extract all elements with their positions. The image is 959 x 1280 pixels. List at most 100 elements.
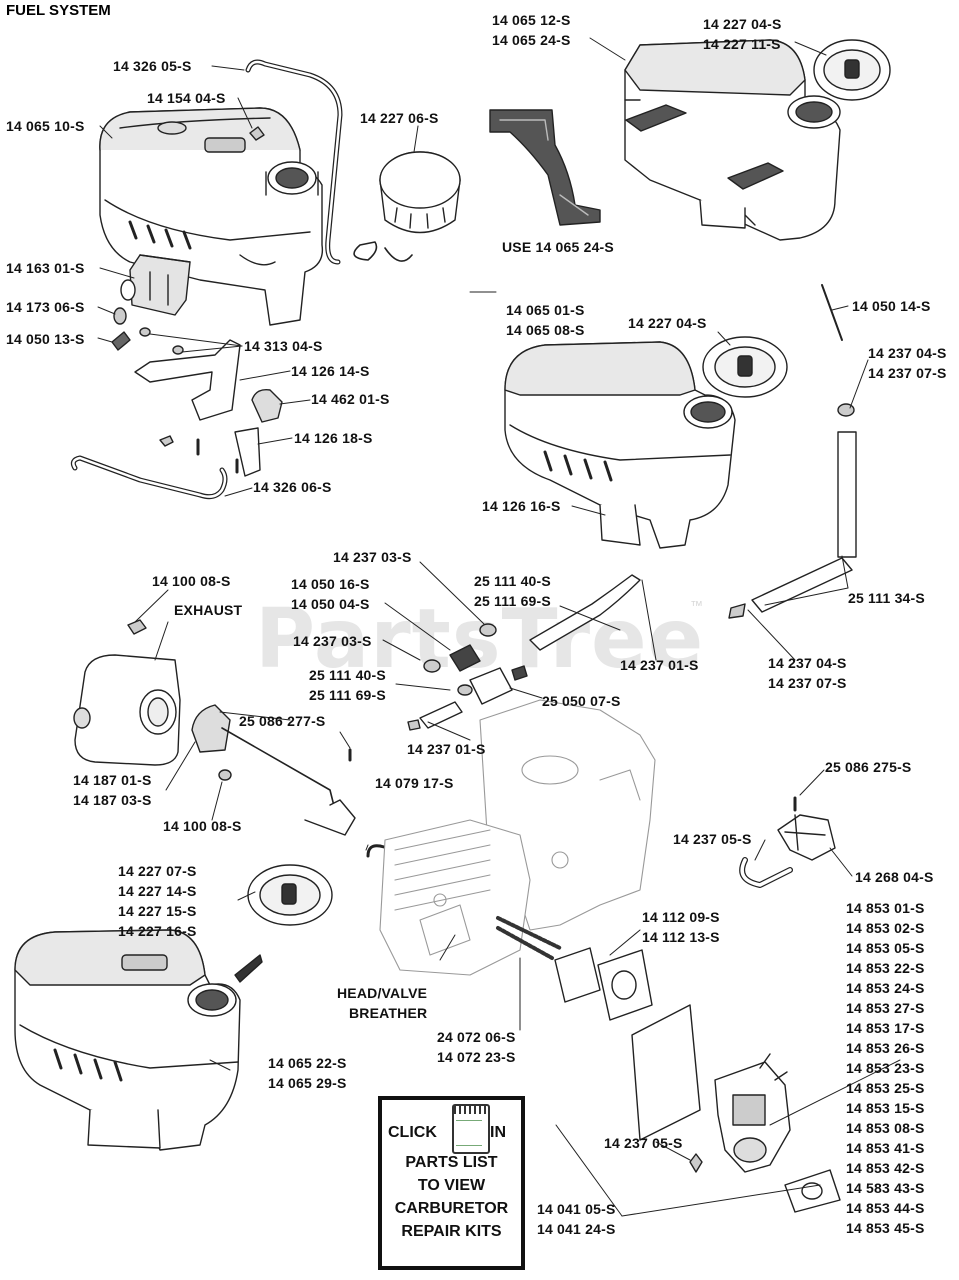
part-label[interactable]: 25 111 34-S [848, 590, 925, 606]
part-label[interactable]: 14 065 01-S [506, 302, 585, 318]
part-label[interactable]: 14 050 16-S [291, 576, 370, 592]
part-label[interactable]: 25 111 40-S [474, 573, 551, 589]
part-label[interactable]: 14 326 06-S [253, 479, 332, 495]
carburetor-part-label[interactable]: 14 853 17-S [846, 1020, 925, 1036]
carburetor-part-label[interactable]: 14 853 05-S [846, 940, 925, 956]
notepad-icon [452, 1104, 490, 1154]
part-label[interactable]: 14 237 01-S [620, 657, 699, 673]
click-box-line: CARBURETOR [394, 1200, 509, 1217]
part-label[interactable]: 14 079 17-S [375, 775, 454, 791]
click-text: CLICK [388, 1124, 437, 1141]
carburetor-part-label[interactable]: 14 853 23-S [846, 1060, 925, 1076]
part-label[interactable]: 14 237 04-S [868, 345, 947, 361]
part-label[interactable]: 14 126 18-S [294, 430, 373, 446]
part-label[interactable]: 14 050 04-S [291, 596, 370, 612]
click-box-line: TO VIEW [417, 1177, 486, 1194]
part-label[interactable]: 25 050 07-S [542, 693, 621, 709]
in-text: IN [490, 1124, 506, 1141]
part-label[interactable]: 14 065 08-S [506, 322, 585, 338]
part-label[interactable]: 25 111 40-S [309, 667, 386, 683]
part-label[interactable]: 14 237 03-S [333, 549, 412, 565]
part-label[interactable]: 25 111 69-S [474, 593, 551, 609]
carburetor-part-label[interactable]: 14 853 41-S [846, 1140, 925, 1156]
engine-block [379, 699, 656, 976]
part-label[interactable]: 14 065 24-S [492, 32, 571, 48]
fuel-tank-bottom-left [14, 864, 333, 1151]
part-label[interactable]: 14 126 16-S [482, 498, 561, 514]
carburetor-part-label[interactable]: 14 853 26-S [846, 1040, 925, 1056]
part-label[interactable]: 14 072 23-S [437, 1049, 516, 1065]
part-label[interactable]: 14 237 01-S [407, 741, 486, 757]
carburetor-part-label[interactable]: 14 853 01-S [846, 900, 925, 916]
click-box-line: REPAIR KITS [401, 1223, 502, 1240]
carburetor-part-label[interactable]: 14 853 44-S [846, 1200, 925, 1216]
part-label[interactable]: 14 041 24-S [537, 1221, 616, 1237]
part-label[interactable]: 14 227 04-S [703, 16, 782, 32]
part-label[interactable]: 14 237 03-S [293, 633, 372, 649]
muffler [73, 619, 181, 766]
tank-mounting-bracket [489, 109, 601, 226]
part-label[interactable]: 14 227 04-S [628, 315, 707, 331]
part-label[interactable]: 14 050 14-S [852, 298, 931, 314]
part-label[interactable]: 14 227 15-S [118, 903, 197, 919]
part-label[interactable]: BREATHER [349, 1005, 428, 1021]
fuel-filter-assembly [407, 574, 641, 731]
fuel-tank-top-right [624, 39, 891, 241]
part-label[interactable]: 14 065 29-S [268, 1075, 347, 1091]
part-label[interactable]: 14 112 09-S [642, 909, 720, 925]
part-label[interactable]: USE 14 065 24-S [502, 239, 614, 255]
fuel-tank-middle [504, 336, 788, 549]
carburetor-part-label[interactable]: 14 583 43-S [846, 1180, 925, 1196]
part-label[interactable]: 14 237 07-S [768, 675, 847, 691]
part-label[interactable]: EXHAUST [174, 602, 243, 618]
part-label[interactable]: 14 237 05-S [604, 1135, 683, 1151]
part-label[interactable]: 14 227 06-S [360, 110, 439, 126]
carburetor-part-label[interactable]: 14 853 08-S [846, 1120, 925, 1136]
part-label[interactable]: 14 227 11-S [703, 36, 781, 52]
part-label[interactable]: 25 086 275-S [825, 759, 912, 775]
part-label[interactable]: 14 237 04-S [768, 655, 847, 671]
part-label[interactable]: 14 187 01-S [73, 772, 152, 788]
part-label[interactable]: 14 112 13-S [642, 929, 720, 945]
watermark-trademark: ™ [690, 598, 703, 613]
part-label[interactable]: 14 227 14-S [118, 883, 197, 899]
part-label[interactable]: 14 163 01-S [6, 260, 85, 276]
fuel-pump [739, 796, 836, 888]
carburetor-part-label[interactable]: 14 853 02-S [846, 920, 925, 936]
part-label[interactable]: 14 126 14-S [291, 363, 370, 379]
part-label[interactable]: 14 041 05-S [537, 1201, 616, 1217]
vent-canister [120, 254, 191, 316]
part-label[interactable]: 14 100 08-S [152, 573, 231, 589]
part-label[interactable]: 14 237 07-S [868, 365, 947, 381]
carburetor-part-label[interactable]: 14 853 15-S [846, 1100, 925, 1116]
carburetor-part-label[interactable]: 14 853 24-S [846, 980, 925, 996]
part-label[interactable]: 14 462 01-S [311, 391, 390, 407]
part-label[interactable]: 14 065 22-S [268, 1055, 347, 1071]
part-label[interactable]: 14 173 06-S [6, 299, 85, 315]
carburetor-repair-kit-link[interactable]: CLICK IN PARTS LIST TO VIEW CARBURETOR R… [378, 1096, 525, 1270]
part-label[interactable]: 14 187 03-S [73, 792, 152, 808]
part-label[interactable]: 14 100 08-S [163, 818, 242, 834]
part-label[interactable]: 14 268 04-S [855, 869, 934, 885]
carburetor-part-label[interactable]: 14 853 42-S [846, 1160, 925, 1176]
diagram-title: FUEL SYSTEM [6, 2, 111, 19]
carburetor-part-label[interactable]: 14 853 27-S [846, 1000, 925, 1016]
part-label[interactable]: 25 086 277-S [239, 713, 326, 729]
part-label[interactable]: 14 065 12-S [492, 12, 571, 28]
part-label[interactable]: 14 326 05-S [113, 58, 192, 74]
part-label[interactable]: 14 313 04-S [244, 338, 323, 354]
part-label[interactable]: HEAD/VALVE [337, 985, 428, 1001]
part-label[interactable]: 14 050 13-S [6, 331, 85, 347]
part-label[interactable]: 14 227 07-S [118, 863, 197, 879]
part-label[interactable]: 14 227 16-S [118, 923, 197, 939]
part-label[interactable]: 24 072 06-S [437, 1029, 516, 1045]
part-label[interactable]: 14 065 10-S [6, 118, 85, 134]
carburetor-part-label[interactable]: 14 853 22-S [846, 960, 925, 976]
part-label[interactable]: 14 154 04-S [147, 90, 226, 106]
carburetor-part-label[interactable]: 14 853 45-S [846, 1220, 925, 1236]
part-label[interactable]: 25 111 69-S [309, 687, 386, 703]
part-label[interactable]: 14 237 05-S [673, 831, 752, 847]
carburetor-part-label[interactable]: 14 853 25-S [846, 1080, 925, 1096]
